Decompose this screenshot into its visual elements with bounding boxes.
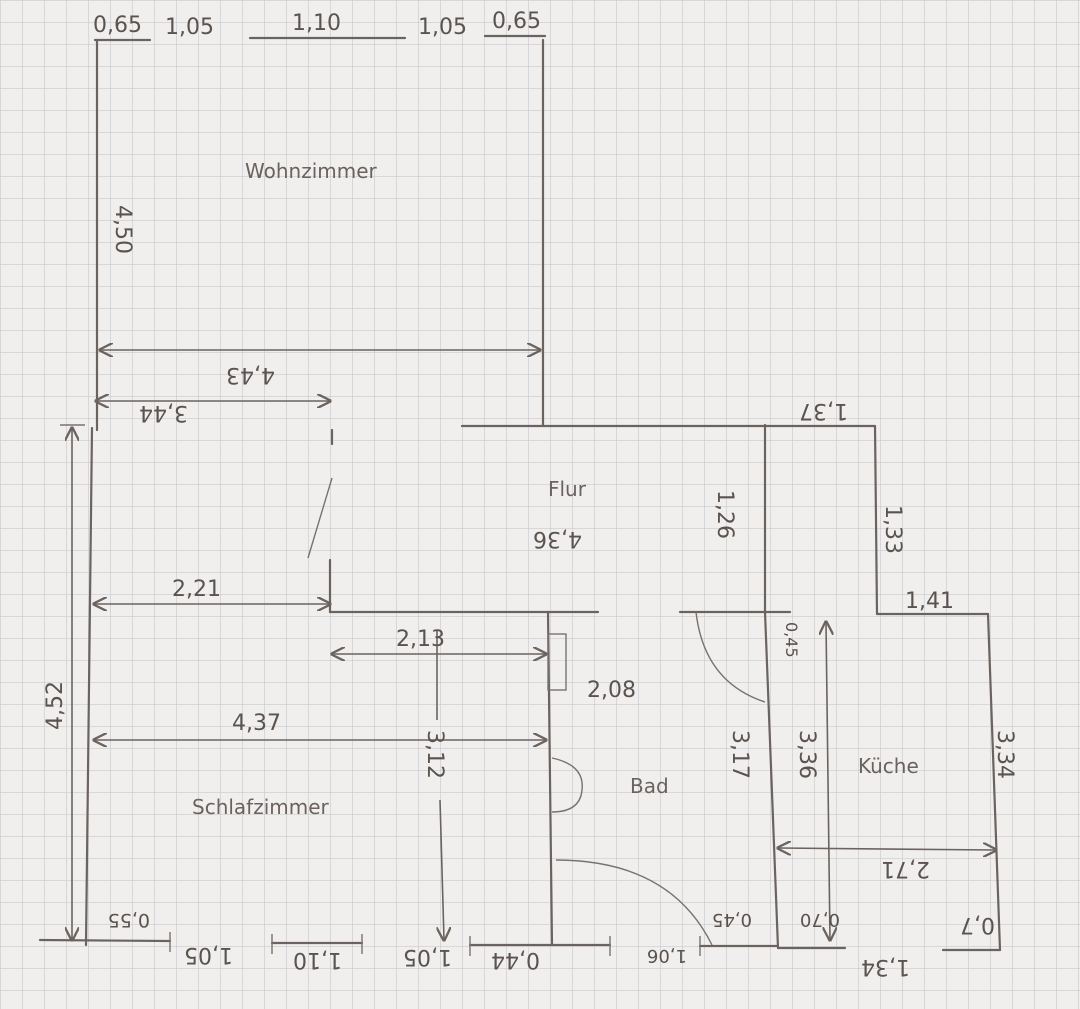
door-swings bbox=[547, 611, 766, 946]
room-label-kueche: Küche bbox=[858, 754, 919, 778]
dim-bottom-1: 0,55 bbox=[108, 909, 150, 931]
dim-kueche-right: 3,34 bbox=[992, 730, 1017, 779]
dim-wohn-height: 4,50 bbox=[110, 205, 135, 254]
dim-top-1: 0,65 bbox=[93, 13, 142, 38]
dim-total-height: 4,52 bbox=[43, 681, 68, 730]
dim-bottom-6: 1,06 bbox=[647, 945, 687, 966]
dim-kueche-small: 0,45 bbox=[782, 622, 801, 658]
dim-bottom-4: 1,05 bbox=[403, 944, 452, 969]
dim-bottom-10: 0,7 bbox=[960, 912, 995, 937]
dim-wohn-width: 4,43 bbox=[226, 362, 275, 387]
dimension-lines bbox=[60, 350, 996, 956]
dim-bottom-7: 0,45 bbox=[712, 909, 752, 930]
dim-kueche-width: 2,71 bbox=[881, 856, 930, 881]
dim-top-2: 1,05 bbox=[165, 15, 214, 40]
dim-flur-width: 4,36 bbox=[533, 526, 582, 551]
dim-schlaf-width: 4,37 bbox=[232, 711, 281, 736]
walls bbox=[38, 34, 1002, 952]
dim-bottom-8: 0,70 bbox=[800, 909, 840, 930]
dim-bottom-3: 1,10 bbox=[293, 947, 342, 972]
dim-schlaf-height: 3,12 bbox=[422, 730, 447, 779]
room-label-flur: Flur bbox=[548, 477, 587, 501]
dim-top-5: 0,65 bbox=[492, 9, 541, 34]
dim-kueche-right-upper: 1,33 bbox=[880, 505, 905, 554]
dim-bottom-2: 1,05 bbox=[184, 942, 233, 967]
room-label-wohnzimmer: Wohnzimmer bbox=[245, 159, 378, 183]
dim-bath-door-height: 2,08 bbox=[587, 678, 636, 703]
dim-top-3: 1,10 bbox=[292, 11, 341, 36]
room-label-bad: Bad bbox=[630, 774, 669, 798]
dim-kueche-top: 1,41 bbox=[905, 589, 954, 614]
dim-bottom-9: 1,34 bbox=[861, 954, 910, 979]
dim-bottom-5: 0,44 bbox=[491, 947, 540, 972]
dim-flur-top-right: 1,37 bbox=[799, 398, 848, 423]
dim-bath-top-width: 2,13 bbox=[396, 627, 445, 652]
dim-top-4: 1,05 bbox=[418, 15, 467, 40]
dim-top-left: 3,44 bbox=[139, 400, 188, 425]
dim-schlaf-upper-width: 2,21 bbox=[172, 577, 221, 602]
room-label-schlafzimmer: Schlafzimmer bbox=[192, 795, 330, 819]
dim-kueche-height: 3,36 bbox=[794, 730, 819, 779]
dim-flur-height: 1,26 bbox=[712, 490, 737, 539]
dim-bad-right-height: 3,17 bbox=[727, 730, 752, 779]
